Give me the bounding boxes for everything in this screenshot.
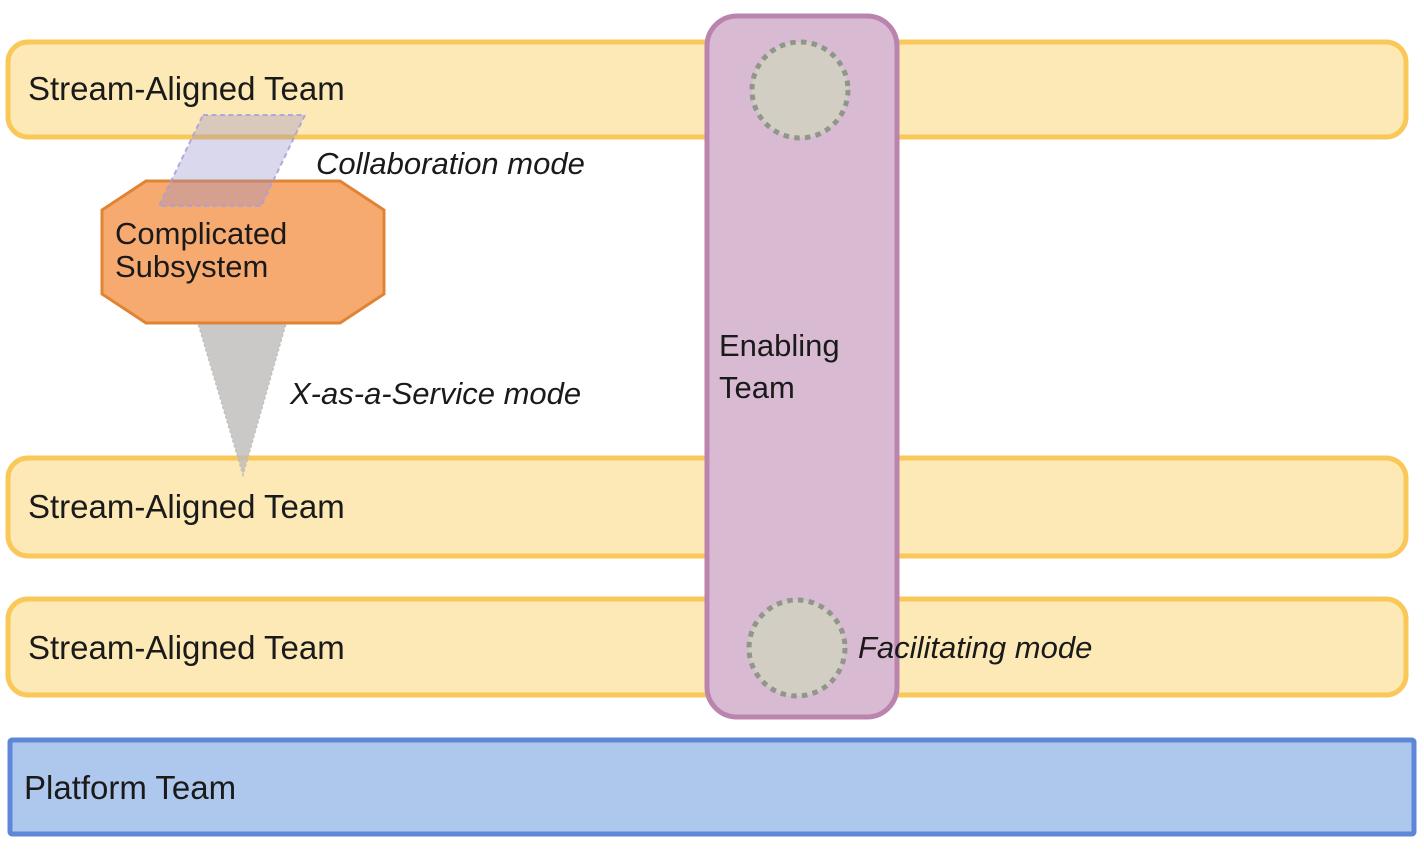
enabling-team-label-line1: Enabling: [719, 328, 840, 363]
x-as-a-service-mode-label: X-as-a-Service mode: [289, 376, 581, 411]
stream-aligned-team-2-label: Stream-Aligned Team: [28, 488, 345, 525]
facilitating-mode-label: Facilitating mode: [858, 630, 1092, 665]
enabling-touchpoint-circle-bottom: [746, 597, 848, 699]
complicated-subsystem: Complicated Subsystem: [100, 179, 386, 325]
platform-team-label: Platform Team: [24, 769, 236, 806]
complicated-subsystem-label-line2: Subsystem: [115, 249, 268, 284]
stream-aligned-team-3-label: Stream-Aligned Team: [28, 629, 345, 666]
complicated-subsystem-octagon: [100, 179, 386, 325]
enabling-team-label-line2: Team: [719, 370, 795, 405]
platform-team-shape: [7, 737, 1417, 837]
x-as-a-service-arrow: [195, 319, 288, 478]
complicated-subsystem-label-line1: Complicated: [115, 216, 287, 251]
enabling-team-shape: [704, 13, 900, 720]
enabling-team-bar: Enabling Team: [704, 13, 900, 720]
platform-team-bar: Platform Team: [7, 737, 1417, 837]
collaboration-mode-label: Collaboration mode: [316, 146, 585, 181]
enabling-touchpoint-circle-top: [749, 39, 851, 141]
stream-aligned-team-1-label: Stream-Aligned Team: [28, 70, 345, 107]
collaboration-overlap-shape: [157, 114, 307, 207]
